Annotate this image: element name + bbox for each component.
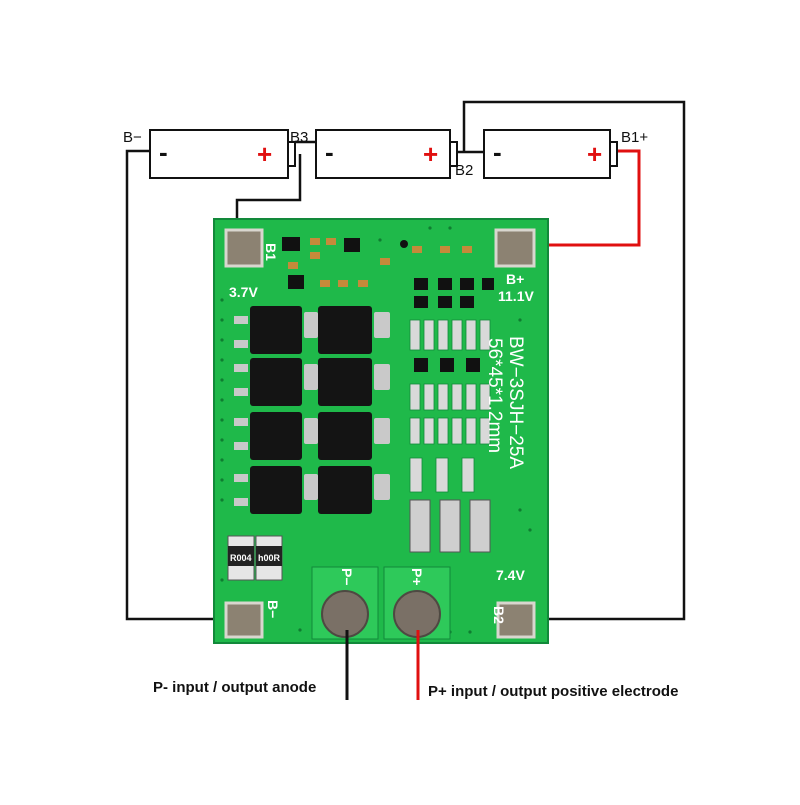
caption-p-plus: P+ input / output positive electrode	[428, 683, 678, 700]
pad-b-minus	[224, 601, 264, 639]
board-label-b-plus: B+	[506, 271, 524, 287]
wire-b2-up	[462, 100, 686, 621]
battery-3-minus: -	[493, 137, 502, 167]
board-label-size: 56*45*1.2mm	[484, 338, 505, 453]
wire-b-minus	[125, 149, 228, 621]
pad-b2	[496, 601, 536, 639]
board-label-b-minus: B−	[265, 600, 281, 618]
battery-1-minus: -	[159, 137, 168, 167]
sense-resistors: R004 h00R	[227, 535, 283, 581]
resistor-label-1: R004	[230, 553, 252, 563]
resistor-label-2: h00R	[258, 553, 281, 563]
battery-1: - +	[149, 129, 296, 179]
battery-3-plus: +	[587, 139, 602, 169]
label-b1-plus: B1+	[621, 129, 648, 146]
pad-p-minus	[321, 590, 369, 638]
board-label-p-plus: P+	[409, 568, 425, 586]
pcb-board: R004 h00R B1 3.7V B+ 11.1V BW−3SJH−25A 5…	[213, 218, 549, 644]
board-label-3v7: 3.7V	[229, 284, 258, 300]
wire-b-plus	[538, 149, 641, 247]
label-b-minus: B−	[123, 129, 142, 146]
board-label-7v4: 7.4V	[496, 567, 525, 583]
board-label-11v1: 11.1V	[498, 288, 534, 304]
caption-p-minus: P- input / output anode	[153, 679, 316, 696]
label-b3: B3	[290, 129, 308, 146]
battery-2-minus: -	[325, 137, 334, 167]
battery-3: - +	[483, 129, 618, 179]
pad-b-plus	[494, 228, 536, 268]
battery-2: - +	[315, 129, 458, 179]
board-label-b2: B2	[491, 606, 507, 624]
pad-b1	[224, 228, 264, 268]
battery-1-plus: +	[257, 139, 272, 169]
battery-2-plus: +	[423, 139, 438, 169]
label-b2-top: B2	[455, 162, 473, 179]
board-label-model: BW−3SJH−25A	[505, 336, 526, 469]
board-label-p-minus: P−	[339, 568, 355, 586]
mosfet-array	[234, 306, 390, 514]
board-label-b1: B1	[263, 243, 279, 261]
